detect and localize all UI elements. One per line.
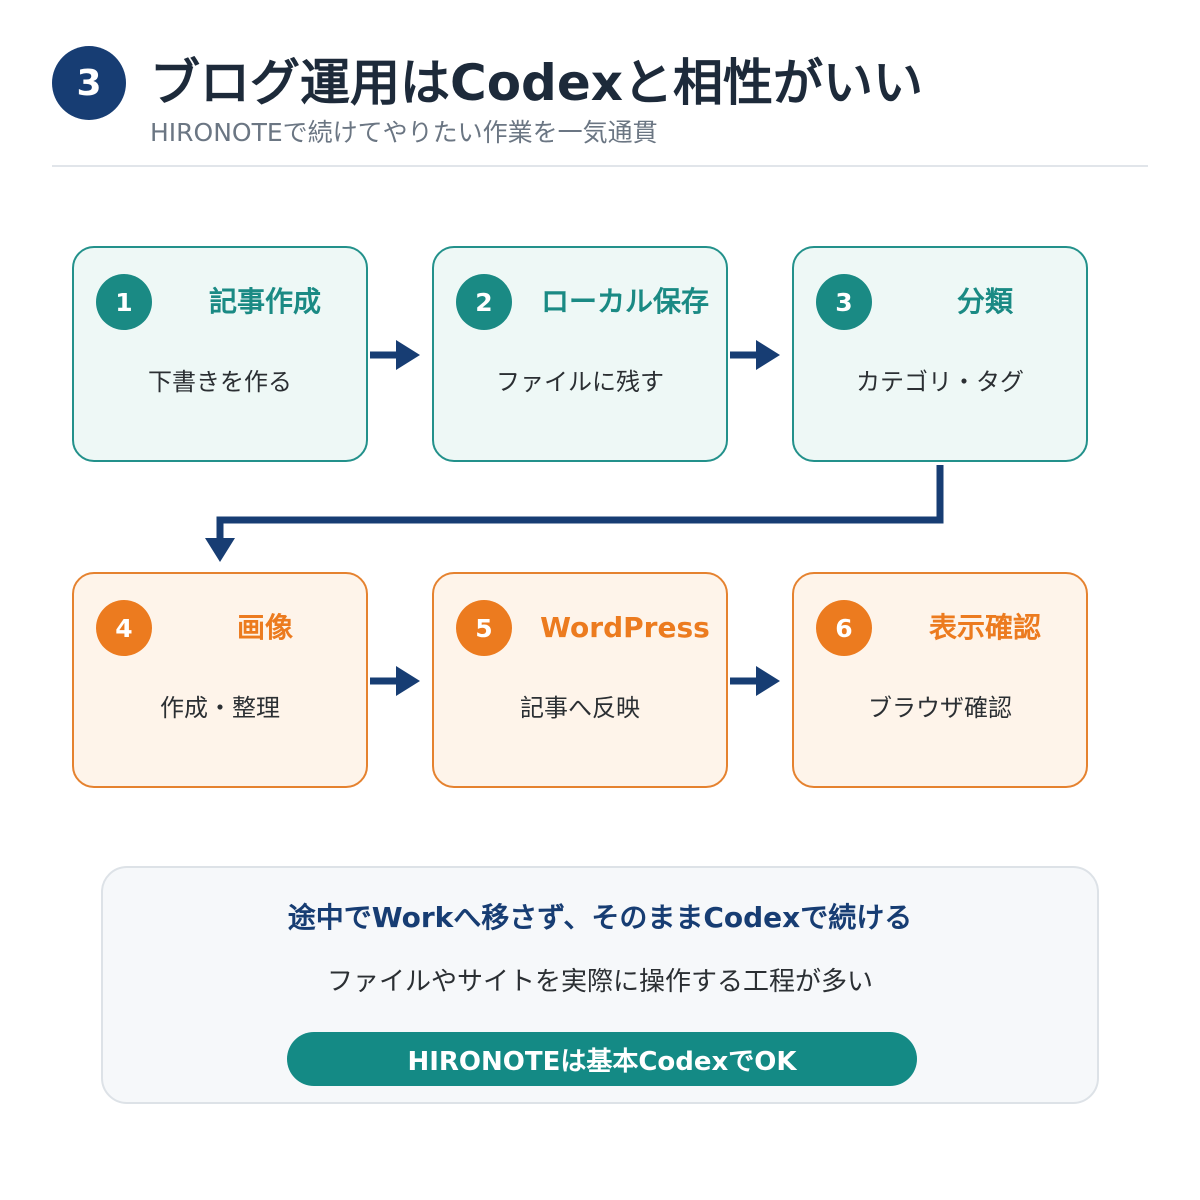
step-title: WordPress: [540, 611, 710, 644]
step-card-1: 1 記事作成 下書きを作る: [72, 246, 368, 462]
step-description: 記事へ反映: [520, 694, 640, 722]
step-title: 記事作成: [208, 285, 321, 318]
page-subtitle: HIRONOTEで続けてやりたい作業を一気通貫: [150, 118, 658, 147]
header-divider: [52, 165, 1148, 167]
arrow-1-2-head: [396, 340, 420, 370]
step-description: カテゴリ・タグ: [856, 368, 1024, 396]
arrow-2-3-head: [756, 340, 780, 370]
step-card-2: 2 ローカル保存 ファイルに残す: [432, 246, 728, 462]
step-title: 画像: [236, 611, 293, 644]
arrow-3-4-shaft: [216, 465, 944, 542]
step-number-badge: 4: [96, 600, 152, 656]
step-title: 分類: [956, 285, 1013, 318]
step-number-badge: 3: [816, 274, 872, 330]
summary-text: ファイルやサイトを実際に操作する工程が多い: [326, 967, 873, 997]
step-card-3: 3 分類 カテゴリ・タグ: [792, 246, 1088, 462]
step-number-badge: 2: [456, 274, 512, 330]
step-card-4: 4 画像 作成・整理: [72, 572, 368, 788]
step-number-badge: 6: [816, 600, 872, 656]
step-number-badge: 5: [456, 600, 512, 656]
summary-box: 途中でWorkへ移さず、そのままCodexで続ける ファイルやサイトを実際に操作…: [101, 866, 1099, 1104]
summary-pill: HIRONOTEは基本CodexでOK: [287, 1032, 917, 1086]
section-number-badge: 3: [52, 46, 126, 120]
arrow-4-5-head: [396, 666, 420, 696]
step-description: 下書きを作る: [148, 368, 292, 396]
arrow-3-4-head: [205, 538, 235, 562]
step-card-6: 6 表示確認 ブラウザ確認: [792, 572, 1088, 788]
step-title: 表示確認: [928, 611, 1041, 644]
summary-heading: 途中でWorkへ移さず、そのままCodexで続ける: [287, 901, 913, 934]
step-description: ファイルに残す: [496, 368, 664, 396]
step-card-5: 5 WordPress 記事へ反映: [432, 572, 728, 788]
step-number-badge: 1: [96, 274, 152, 330]
step-description: ブラウザ確認: [868, 694, 1012, 722]
page-title: ブログ運用はCodexと相性がいい: [150, 54, 923, 112]
step-description: 作成・整理: [160, 694, 280, 722]
arrow-5-6-head: [756, 666, 780, 696]
step-title: ローカル保存: [540, 285, 709, 318]
